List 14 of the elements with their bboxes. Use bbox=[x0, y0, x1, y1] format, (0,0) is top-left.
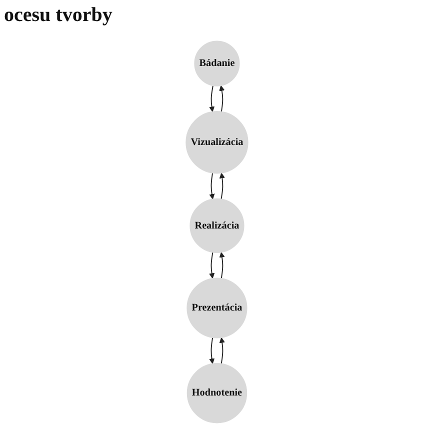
arrow bbox=[218, 337, 224, 364]
node-circle: Bádanie bbox=[194, 40, 240, 86]
arrow bbox=[218, 172, 224, 200]
diagram-title: ocesu tvorby bbox=[4, 4, 112, 27]
arrow bbox=[208, 337, 214, 364]
node-circle: Prezentácia bbox=[186, 278, 247, 338]
node-circle: Hodnotenie bbox=[186, 363, 247, 424]
arrow bbox=[208, 85, 214, 112]
arrow bbox=[208, 172, 214, 200]
node-circle: Realizácia bbox=[189, 198, 244, 254]
arrow bbox=[218, 85, 224, 112]
arrow bbox=[208, 252, 214, 279]
arrow bbox=[218, 252, 224, 279]
node-circle: Vizualizácia bbox=[185, 111, 248, 174]
